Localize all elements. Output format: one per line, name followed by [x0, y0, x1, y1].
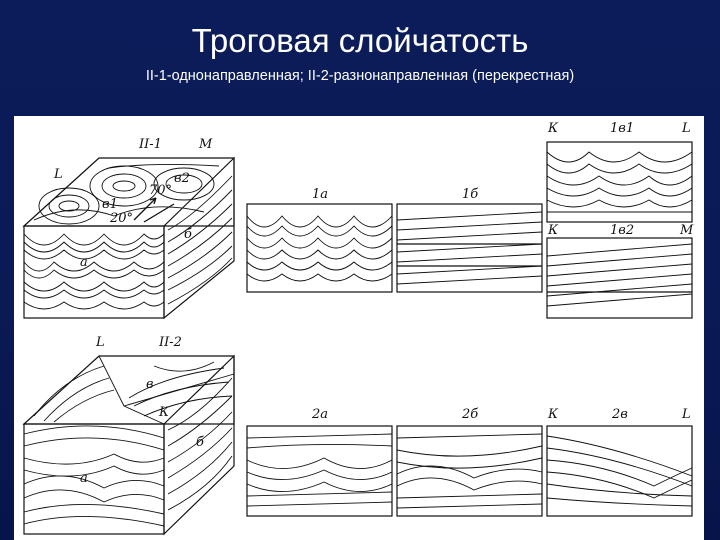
section-2b: [396, 425, 543, 517]
section-2b-label: 2б: [461, 407, 478, 422]
section-1v2-k: К: [547, 223, 559, 238]
section-2v-l: L: [681, 407, 691, 422]
section-1a-label: 1а: [312, 187, 328, 202]
section-2v-k: К: [547, 407, 559, 422]
block1-angle-20: 20°: [109, 211, 133, 226]
section-1b: [396, 203, 543, 293]
block2-front-face: [23, 423, 165, 535]
block2-corner-k: К: [158, 405, 170, 420]
block1-front-face: [23, 225, 165, 319]
cross-bedding-figure: II-1 M L в1 в2 70° 20° а б L II-2 в К а …: [14, 116, 704, 540]
section-1v2: [546, 237, 693, 319]
block2-header: II-2: [158, 335, 182, 350]
block2-top-face: [22, 355, 235, 425]
block2-label-a: а: [80, 471, 88, 486]
block1-corner-m: M: [198, 137, 213, 152]
block2-label-b: б: [196, 435, 204, 450]
block-ii-1: [22, 156, 235, 320]
block1-header: II-1: [138, 137, 162, 152]
slide-title: Троговая слойчатость: [191, 22, 529, 59]
section-1v2-label: 1в2: [610, 223, 634, 238]
figure-drawing: II-1 M L в1 в2 70° 20° а б L II-2 в К а …: [22, 121, 694, 536]
section-1b-label: 1б: [462, 187, 478, 202]
section-1a: [246, 203, 393, 293]
section-1v2-m: М: [679, 223, 694, 238]
slide-subtitle: II-1-однонаправленная; II-2-разнонаправл…: [145, 68, 575, 84]
section-2v: [546, 425, 693, 517]
section-1v1: [546, 141, 693, 223]
section-1v1-l: L: [681, 121, 691, 136]
block1-corner-l: L: [53, 167, 63, 182]
block1-label-a: а: [80, 255, 88, 270]
section-1v1-label: 1в1: [610, 121, 634, 136]
section-2v-label: 2в: [611, 407, 628, 422]
block1-label-v2: в2: [174, 171, 190, 186]
block2-label-v: в: [146, 377, 154, 392]
section-2a-label: 2а: [311, 407, 328, 422]
block1-label-v1: в1: [102, 197, 118, 212]
block2-side-face: [163, 354, 235, 536]
block-ii-2: [22, 354, 235, 536]
block1-label-b: б: [184, 227, 192, 242]
section-1v1-k: К: [547, 121, 559, 136]
block1-angle-70: 70°: [149, 183, 172, 198]
section-2a: [246, 425, 393, 517]
block2-corner-l: L: [95, 335, 105, 350]
block1-side-face: [163, 156, 235, 320]
